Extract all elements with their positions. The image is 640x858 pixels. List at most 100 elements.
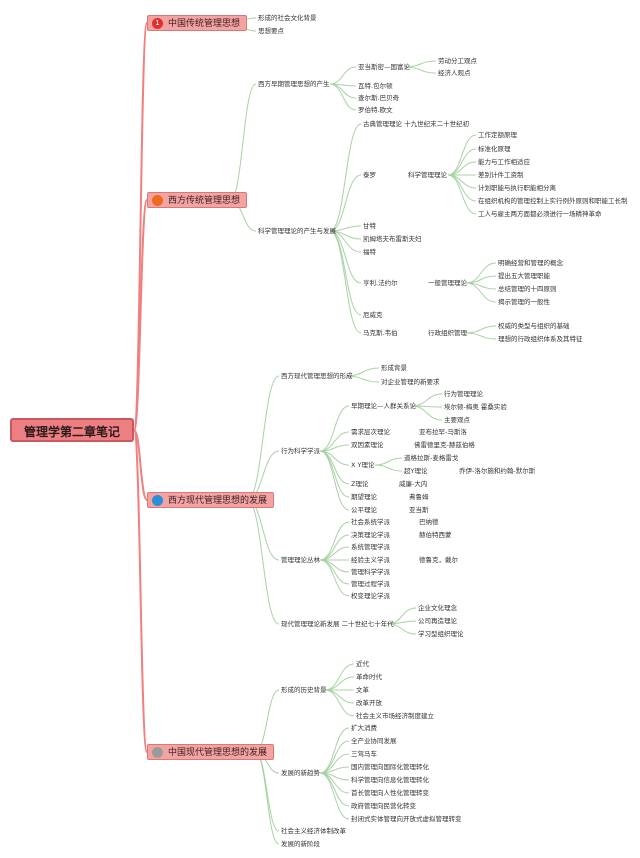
topic-node[interactable]: 决策理论学派 bbox=[351, 531, 390, 539]
topic-node[interactable]: 行为管理理论 bbox=[444, 390, 483, 398]
topic-node[interactable]: 差别计件工资制 bbox=[478, 171, 524, 179]
topic-node[interactable]: Z理论 bbox=[351, 480, 369, 488]
topic-node[interactable]: 发展的新趋势 bbox=[281, 769, 320, 777]
topic-node[interactable]: 厄威克 bbox=[363, 311, 383, 319]
topic-node[interactable]: 威廉-大内 bbox=[399, 480, 428, 488]
topic-node[interactable]: 总结管理的十四原则 bbox=[498, 285, 557, 293]
topic-node[interactable]: 马克斯.韦伯 bbox=[363, 329, 398, 337]
topic-node[interactable]: 主要观点 bbox=[444, 416, 470, 424]
topic-node[interactable]: 一般管理理论 bbox=[428, 279, 467, 287]
topic-node[interactable]: 社会系统学派 bbox=[351, 518, 390, 526]
topic-node[interactable]: 行政组织管理 bbox=[428, 329, 467, 337]
connector-line bbox=[319, 450, 350, 511]
topic-node[interactable]: 能力与工作相适应 bbox=[478, 158, 530, 166]
topic-node[interactable]: 权威的类型与组织的基础 bbox=[498, 322, 570, 330]
topic-node[interactable]: 亚布拉罕-马斯洛 bbox=[419, 428, 467, 436]
topic-node[interactable]: 管理科学学派 bbox=[351, 568, 390, 576]
topic-node[interactable]: 工人与雇主两方面都必须进行一场精神革命 bbox=[478, 210, 602, 218]
topic-node[interactable]: 公司再造理论 bbox=[418, 617, 457, 625]
topic-node[interactable]: 现代管理理论新发展 二十世纪七十年代 bbox=[281, 620, 394, 628]
topic-node[interactable]: 古典管理理论 十九世纪末二十世纪初 bbox=[363, 120, 470, 128]
topic-node[interactable]: 凯姆塔夫布雷斯夫妇 bbox=[363, 235, 422, 243]
topic-node[interactable]: 形成的社会文化背景 bbox=[258, 14, 317, 22]
topic-node[interactable]: 企业文化理念 bbox=[418, 604, 457, 612]
topic-node[interactable]: 提出五大管理职能 bbox=[498, 272, 550, 280]
topic-node[interactable]: 形成背景 bbox=[381, 364, 407, 372]
topic-node[interactable]: 国内管理向国际化管理转化 bbox=[351, 763, 429, 771]
topic-node[interactable]: 埃尔顿-梅奥 霍桑实验 bbox=[444, 403, 507, 411]
topic-node[interactable]: 文革 bbox=[356, 686, 369, 694]
topic-node[interactable]: 需求层次理论 bbox=[351, 428, 390, 436]
branch-chinese-traditional[interactable]: 1 中国传统管理思想 bbox=[147, 15, 248, 31]
topic-node[interactable]: 社会主义市场经济制度建立 bbox=[356, 712, 434, 720]
topic-node[interactable]: 劳动分工观点 bbox=[438, 57, 477, 65]
topic-node[interactable]: 早期理论—人群关系论 bbox=[351, 402, 416, 410]
topic-node[interactable]: 计划职能与执行职能相分离 bbox=[478, 184, 556, 192]
topic-node[interactable]: X Y理论 bbox=[351, 461, 375, 469]
topic-node[interactable]: 查尔斯.巴贝奇 bbox=[358, 94, 400, 102]
topic-node[interactable]: 经验主义学派 bbox=[351, 556, 390, 564]
root-node[interactable]: 管理学第二章笔记 bbox=[10, 418, 134, 442]
topic-node[interactable]: 西方早期管理思想的产生 bbox=[258, 80, 330, 88]
topic-node[interactable]: 乔伊-洛尔施和约翰-默尔斯 bbox=[459, 467, 536, 475]
topic-node[interactable]: 巴纳德 bbox=[419, 518, 439, 526]
topic-node[interactable]: 明确经营和管理的概念 bbox=[498, 259, 563, 267]
topic-node[interactable]: 罗伯特.欧文 bbox=[358, 106, 393, 114]
topic-node[interactable]: 对企业管理的新要求 bbox=[381, 378, 440, 386]
connector-line bbox=[329, 230, 362, 316]
topic-node[interactable]: 亚当斯 bbox=[409, 506, 429, 514]
topic-node[interactable]: 行为科学学派 bbox=[281, 447, 320, 455]
topic-node[interactable]: 经济人观点 bbox=[438, 69, 471, 77]
topic-node[interactable]: 瓦特.包尔顿 bbox=[358, 82, 393, 90]
topic-node[interactable]: 双因素理论 bbox=[351, 441, 384, 449]
topic-node[interactable]: 亨利.法约尔 bbox=[363, 279, 398, 287]
topic-node[interactable]: 扩大消费 bbox=[351, 724, 377, 732]
topic-node[interactable]: 德鲁克，戴尔 bbox=[419, 556, 458, 564]
topic-node[interactable]: 思想要点 bbox=[258, 27, 284, 35]
topic-node[interactable]: 三驾马车 bbox=[351, 750, 377, 758]
topic-node[interactable]: 期望理论 bbox=[351, 493, 377, 501]
topic-node[interactable]: 管理过程学派 bbox=[351, 580, 390, 588]
topic-node[interactable]: 科学管理理论 bbox=[408, 171, 447, 179]
topic-node[interactable]: 形成的历史背景 bbox=[281, 686, 327, 694]
topic-node[interactable]: 科学管理理论的产生与发展 bbox=[258, 227, 336, 235]
topic-node[interactable]: 工作定额原理 bbox=[478, 131, 517, 139]
topic-node[interactable]: 亚当斯密—国富论 bbox=[358, 63, 410, 71]
topic-node[interactable]: 科学管理向信息化管理转化 bbox=[351, 776, 429, 784]
topic-node[interactable]: 发展的新阶段 bbox=[281, 840, 320, 848]
topic-node[interactable]: 佛雷德里克-赫兹伯格 bbox=[414, 441, 475, 449]
topic-node[interactable]: 弗鲁姆 bbox=[409, 493, 429, 501]
connector-line bbox=[133, 429, 148, 753]
topic-node[interactable]: 甘特 bbox=[363, 222, 376, 230]
topic-node[interactable]: 泰罗 bbox=[363, 171, 376, 179]
topic-node[interactable]: 革命时代 bbox=[356, 673, 382, 681]
topic-node[interactable]: 社会主义经济体制改革 bbox=[281, 827, 346, 835]
topic-node[interactable]: 道格拉斯-麦格雷戈 bbox=[404, 454, 459, 462]
topic-node[interactable]: 首长管理向人性化管理转变 bbox=[351, 789, 429, 797]
topic-node[interactable]: 学习型组织理论 bbox=[418, 630, 464, 638]
topic-node[interactable]: 在组织机构的管理控制上实行例外原则和职能工长制 bbox=[478, 197, 628, 205]
topic-node[interactable]: 权变理论学派 bbox=[351, 592, 390, 600]
branch-chinese-modern[interactable]: 中国现代管理思想的发展 bbox=[147, 744, 275, 760]
topic-node[interactable]: 管理理论丛林 bbox=[281, 556, 320, 564]
number-badge-icon: 1 bbox=[152, 18, 163, 29]
topic-node[interactable]: 超Y理论 bbox=[404, 467, 428, 475]
connector-line bbox=[329, 66, 357, 85]
topic-node[interactable]: 揭示管理的一般性 bbox=[498, 298, 550, 306]
topic-node[interactable]: 福特 bbox=[363, 248, 376, 256]
topic-node[interactable]: 赫伯特西蒙 bbox=[419, 531, 452, 539]
connector-line bbox=[133, 429, 148, 501]
topic-node[interactable]: 近代 bbox=[356, 660, 369, 668]
topic-node[interactable]: 政府管理向民营化转变 bbox=[351, 802, 416, 810]
branch-western-modern[interactable]: 西方现代管理思想的发展 bbox=[147, 492, 275, 508]
topic-node[interactable]: 系统管理学派 bbox=[351, 543, 390, 551]
topic-node[interactable]: 全产业协同发展 bbox=[351, 737, 397, 745]
topic-node[interactable]: 公平理论 bbox=[351, 506, 377, 514]
topic-node[interactable]: 改革开放 bbox=[356, 699, 382, 707]
topic-node[interactable]: 西方现代管理思想的形成 bbox=[281, 372, 353, 380]
topic-node[interactable]: 理想的行政组织体系及其特征 bbox=[498, 335, 583, 343]
topic-node[interactable]: 封闭式实体管理向开放式虚拟管理转变 bbox=[351, 815, 462, 823]
topic-node[interactable]: 标准化原理 bbox=[478, 145, 511, 153]
branch-western-traditional[interactable]: 西方传统管理思想 bbox=[147, 192, 248, 208]
